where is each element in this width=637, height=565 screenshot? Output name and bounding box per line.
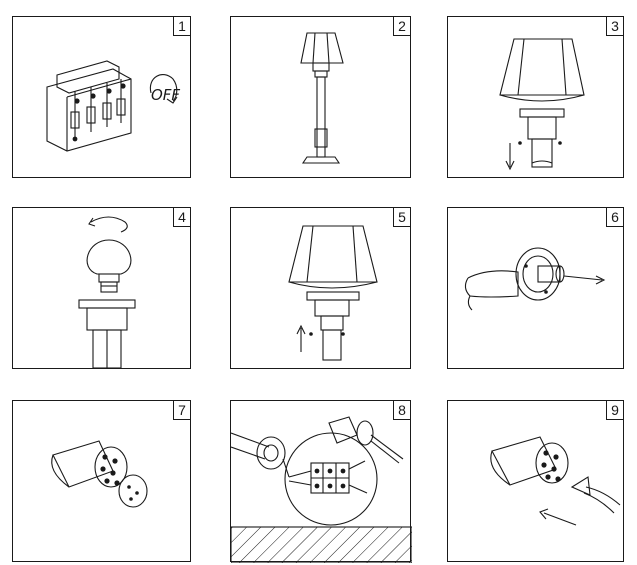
connector-unit-illustration: [51, 440, 148, 508]
step-8-panel: 8: [230, 400, 412, 563]
wiring-connection-illustration: [231, 416, 412, 563]
breaker-switch-off-illustration: OFF: [46, 60, 180, 152]
step-7-panel: 7: [12, 400, 191, 562]
step-1-panel: 1 OFF: [12, 16, 191, 178]
step-number: 2: [393, 16, 411, 36]
remove-lamp-head-illustration: [499, 38, 585, 171]
step-9-panel: 9: [447, 400, 624, 562]
step-4-panel: 4: [12, 207, 191, 369]
bollard-lamp-illustration: [300, 32, 344, 164]
step-number: 5: [393, 207, 411, 227]
remove-base-cover-illustration: [464, 247, 606, 311]
step-3-panel: 3: [447, 16, 624, 178]
step-number: 1: [173, 16, 191, 36]
off-label: OFF: [151, 86, 180, 104]
step-number: 7: [173, 400, 191, 420]
refit-lamp-head-illustration: [288, 225, 378, 361]
step-number: 6: [606, 207, 624, 227]
step-2-panel: 2: [230, 16, 411, 178]
step-5-panel: 5: [230, 207, 411, 369]
ground-hatch: [231, 526, 412, 563]
reassemble-connector-illustration: [490, 436, 621, 526]
step-number: 4: [173, 207, 191, 227]
step-number: 3: [606, 16, 624, 36]
replace-bulb-illustration: [78, 216, 136, 369]
step-number: 9: [606, 400, 624, 420]
step-6-panel: 6: [447, 207, 624, 369]
step-number: 8: [393, 400, 411, 420]
